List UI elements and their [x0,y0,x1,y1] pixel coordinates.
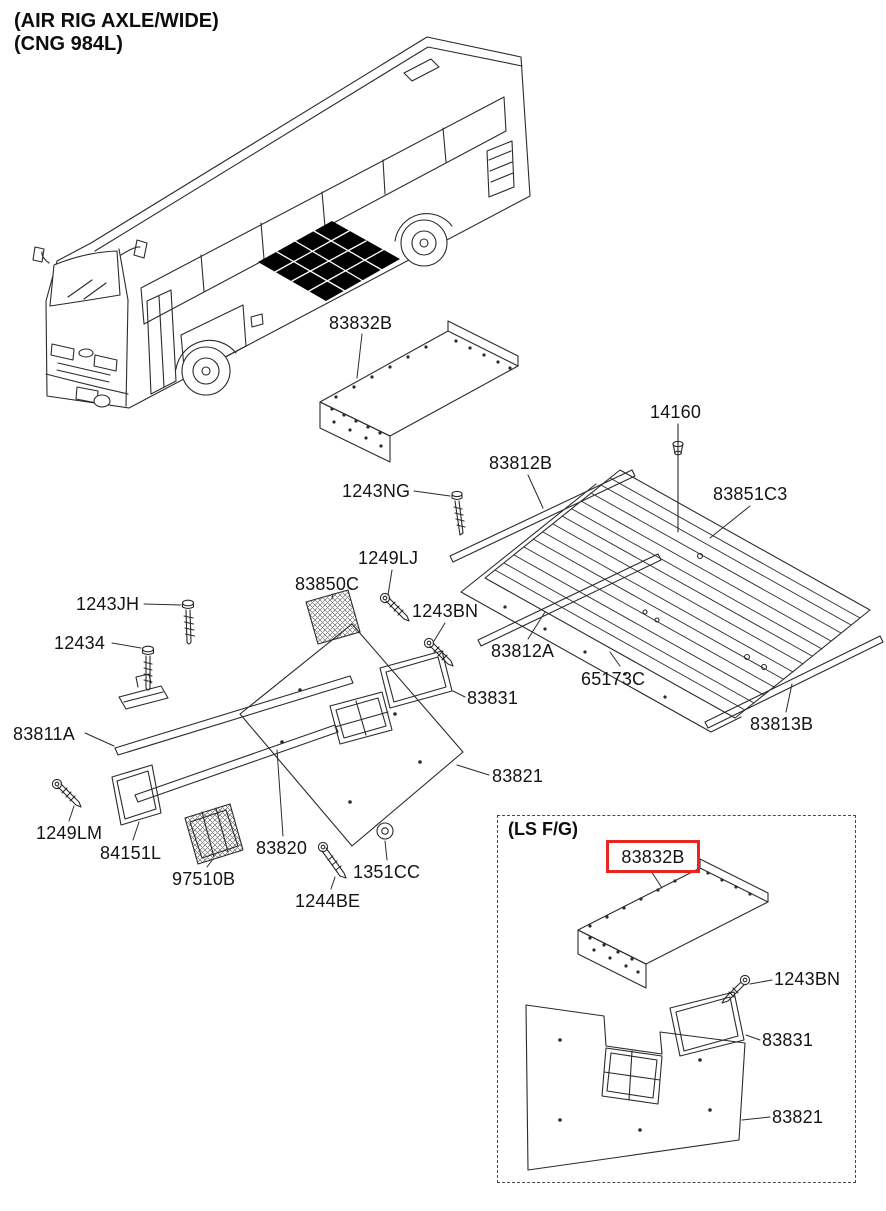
page-title-line1: (AIR RIG AXLE/WIDE) [14,10,219,32]
leader-inset-83831 [745,1034,761,1041]
part-label-1249lm[interactable]: 1249LM [36,823,103,843]
highlight-box-83832b[interactable]: 83832B [606,840,700,873]
part-label-83812a[interactable]: 83812A [491,641,555,661]
front-logo [78,348,94,358]
part-83850c-net [305,589,361,645]
part-label-83813b[interactable]: 83813B [750,714,814,734]
leader-inset-83821 [741,1116,771,1121]
part-label-83820[interactable]: 83820 [256,838,308,858]
leader-1244be [330,876,336,890]
leader-83813b [785,683,793,713]
roof-hatch [403,58,440,82]
inset-part-label-1243bn[interactable]: 1243BN [774,969,841,989]
inset-83832b-drawing [577,858,769,989]
leader-1243bn [433,622,446,642]
part-label-83812b[interactable]: 83812B [489,453,553,473]
headlights [50,343,118,372]
part-83811a-strip [114,675,354,756]
inset-part-label-83821[interactable]: 83821 [772,1107,824,1127]
front-grille [56,362,111,383]
part-label-83832b[interactable]: 83832B [329,313,393,333]
leader-84151l [132,821,140,841]
leader-1249lm [68,805,75,822]
inset-panel-ls-fg [497,815,856,1183]
leader-12434 [111,642,142,649]
screw-1244be [317,841,347,879]
part-label-1351cc[interactable]: 1351CC [353,862,421,882]
wiper-lines [67,279,107,300]
screw-12434 [141,645,155,691]
leader-lines [68,333,793,1121]
page-title-line2: (CNG 984L) [14,33,123,55]
leader-83812a [527,611,546,640]
leader-1243jh [143,603,182,606]
part-label-84151l[interactable]: 84151L [100,843,162,863]
screw-1243ng [451,490,466,536]
part-label-14160[interactable]: 14160 [650,402,702,422]
bus-illustration [32,36,531,409]
part-83820-strip [134,724,339,803]
mounting-bracket-drawing [118,673,169,710]
part-label-83831[interactable]: 83831 [467,688,519,708]
inset-screw-1243bn [721,974,751,1004]
part-83812b-strip [449,469,636,563]
leader-83831 [452,690,466,698]
fuel-cap [250,313,264,328]
leader-83812b [527,474,544,509]
part-label-1244be[interactable]: 1244BE [295,891,361,911]
part-label-12434[interactable]: 12434 [54,633,106,653]
inset-83821-panel [525,1004,746,1171]
leader-83832b [356,333,363,379]
inset-part-label-83832b[interactable]: 83832B [621,846,685,867]
part-84151l-pad [111,764,162,826]
leader-83851c3 [709,505,751,539]
leader-83820 [276,749,284,837]
part-label-1243jh[interactable]: 1243JH [76,594,140,614]
front-door [146,289,177,395]
part-label-83821[interactable]: 83821 [492,766,544,786]
part-65173c-under-panel [460,483,742,733]
part-14160-plug [672,423,684,533]
washer-1351cc [376,822,394,840]
part-label-97510b[interactable]: 97510B [172,869,236,889]
part-label-83850c[interactable]: 83850C [295,574,360,594]
screw-1243bn [423,637,454,667]
leader-83850c [331,593,334,600]
part-83831-tray [379,650,453,709]
inset-title: (LS F/G) [508,819,578,839]
right-mirror [120,239,148,259]
leader-65173c [609,651,621,667]
screw-1249lm [51,778,82,808]
leader-83811a [84,732,115,747]
inset-83831-tray [669,991,745,1057]
part-83821-panel [239,623,464,847]
front-bumper [45,373,129,395]
part-83813b-strip [704,635,884,729]
leader-inset-83832b [650,870,663,889]
part-83832b-drawing [319,320,519,463]
part-label-83851c3[interactable]: 83851C3 [713,484,788,504]
part-label-65173c[interactable]: 65173C [581,669,646,689]
leader-97510b [206,858,214,868]
part-label-1249lj[interactable]: 1249LJ [358,548,419,568]
screw-1243jh [181,599,196,645]
part-label-83811a[interactable]: 83811A [13,724,75,744]
left-mirror [32,246,50,264]
screw-1249lj [379,592,410,622]
part-label-1243bn[interactable]: 1243BN [412,601,479,621]
rear-vent [486,140,515,198]
floor-location-checker [258,221,400,301]
part-97510b-grille [184,803,244,865]
inset-part-label-83831[interactable]: 83831 [762,1030,814,1050]
leader-1243ng [413,490,451,497]
leader-1351cc [384,840,388,861]
leader-83821 [456,764,490,776]
part-label-1243ng[interactable]: 1243NG [342,481,411,501]
leader-inset-1243bn [749,979,773,985]
part-83851c3-slat-panel [484,469,871,719]
part-83812a-strip [477,553,662,647]
leader-1249lj [387,569,393,596]
